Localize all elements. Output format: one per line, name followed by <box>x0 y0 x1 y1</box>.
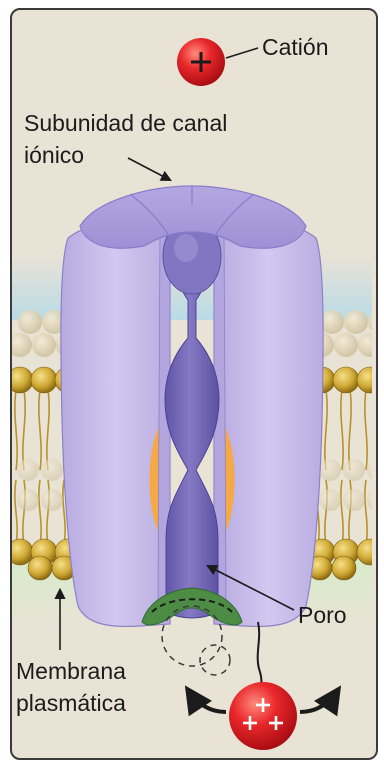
pore-label: Poro <box>298 600 347 630</box>
subunit-label-line2: iónico <box>24 140 84 170</box>
subunit-label-line1: Subunidad de canal <box>24 108 227 138</box>
membrane-label-line1: Membrana <box>16 656 126 686</box>
subunit-arrow <box>128 158 170 180</box>
multivalent-cation-icon <box>229 682 297 750</box>
right-curved-arrow <box>300 690 338 712</box>
cation-label: Catión <box>262 32 328 62</box>
membrane-label-line2: plasmática <box>16 688 126 718</box>
cation-leader-line <box>226 48 258 58</box>
ion-channel-protein <box>61 186 323 626</box>
cation-icon <box>177 38 225 86</box>
left-curved-arrow <box>188 690 226 712</box>
